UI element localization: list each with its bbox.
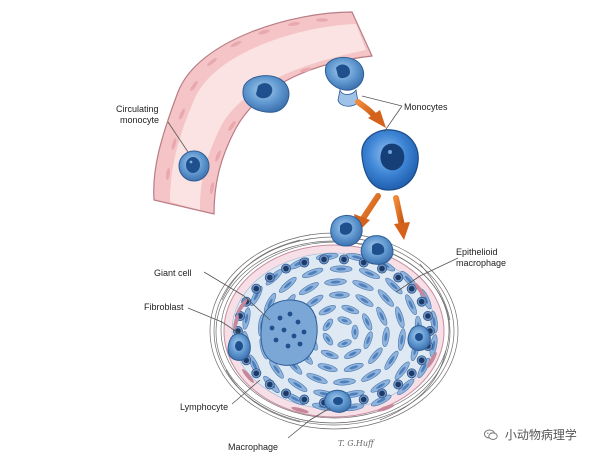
epithelioid-cell xyxy=(400,270,417,289)
artist-signature: T. G.Huff xyxy=(338,439,375,448)
epithelioid-cell xyxy=(361,368,382,382)
epithelioid-cell xyxy=(337,316,352,325)
label-epithelioid-1: Epithelioid xyxy=(456,247,498,257)
lymphocyte xyxy=(264,379,275,390)
lymphocyte xyxy=(281,388,291,399)
epithelioid-cell xyxy=(355,294,374,307)
epithelioid-cell xyxy=(352,280,374,291)
epithelioid-cell xyxy=(376,306,388,326)
lymphocyte xyxy=(358,394,369,405)
label-circulating-monocyte-1: Circulating xyxy=(116,104,159,114)
lymphocyte xyxy=(393,379,404,390)
epithelioid-cell xyxy=(329,265,353,273)
label-epithelioid-2: macrophage xyxy=(456,258,506,268)
lymphocyte xyxy=(299,394,310,405)
epithelioid-cell xyxy=(318,305,336,316)
lymphocyte xyxy=(264,272,275,283)
blood-vessel xyxy=(153,11,373,215)
epithelioid-cell xyxy=(320,349,339,360)
epithelioid-cell xyxy=(394,361,410,380)
epithelioid-cell xyxy=(301,267,324,279)
epithelioid-cell xyxy=(298,282,319,296)
epithelioid-cell xyxy=(397,328,406,351)
epithelioid-cell xyxy=(287,378,308,392)
epithelioid-cell xyxy=(306,373,328,384)
wechat-icon xyxy=(484,429,498,440)
epithelioid-cell xyxy=(417,357,430,379)
lymphocyte xyxy=(251,368,262,379)
macrophage-right-top xyxy=(360,235,394,265)
watermark: 小动物病理学 xyxy=(484,426,577,443)
vessel-lumen xyxy=(170,24,366,210)
epithelioid-cell xyxy=(341,304,360,315)
macrophage-left xyxy=(227,333,251,361)
epithelioid-cell xyxy=(377,289,395,307)
lymphocyte xyxy=(377,263,387,274)
label-fibroblast: Fibroblast xyxy=(144,302,184,312)
epithelioid-cell xyxy=(370,394,392,407)
epithelioid-cell xyxy=(397,378,415,396)
lymphocyte xyxy=(393,272,404,283)
epithelioid-cell xyxy=(363,331,373,350)
epithelioid-cell xyxy=(322,332,334,346)
emigrating-monocyte xyxy=(324,57,365,107)
label-circulating-monocyte-2: monocyte xyxy=(120,115,159,125)
lymphocyte xyxy=(422,311,433,321)
epithelioid-cell xyxy=(279,276,297,293)
lymphocyte xyxy=(339,254,349,265)
circulating-monocyte xyxy=(178,150,210,182)
macrophage-bottom xyxy=(323,389,352,413)
epithelioid-cell xyxy=(329,291,350,299)
epithelioid-cell xyxy=(362,313,373,331)
migration-arrow xyxy=(355,99,386,128)
epithelioid-cells xyxy=(242,252,438,412)
epithelioid-cell xyxy=(368,347,383,365)
epithelioid-cell xyxy=(384,350,399,370)
lymphocyte xyxy=(416,355,427,366)
fibroblasts xyxy=(233,282,437,414)
lymphocyte xyxy=(281,263,291,274)
label-monocytes: Monocytes xyxy=(404,102,448,112)
lymphocyte xyxy=(406,368,417,379)
lymphocyte xyxy=(319,254,329,265)
lymphocyte xyxy=(416,296,427,307)
lymphocyte xyxy=(251,283,262,294)
macrophage-right xyxy=(407,325,431,351)
macrophage-top xyxy=(330,215,363,247)
epithelioid-cell xyxy=(405,294,417,316)
watermark-text: 小动物病理学 xyxy=(504,428,577,442)
lymphocyte xyxy=(299,257,310,268)
label-giant-cell: Giant cell xyxy=(154,268,192,278)
label-macrophage: Macrophage xyxy=(228,442,278,452)
labels: Circulating monocyte Monocytes Epithelio… xyxy=(116,102,506,452)
monocyte-in-vessel xyxy=(242,75,290,113)
epithelioid-cell xyxy=(358,268,381,279)
epithelioid-cell xyxy=(317,363,338,372)
giant-cell xyxy=(260,299,318,366)
tissue-monocyte xyxy=(361,129,419,191)
epithelioid-cell xyxy=(351,324,359,340)
epithelioid-cell xyxy=(382,326,390,348)
epithelioid-cell xyxy=(324,278,347,286)
lymphocyte xyxy=(406,283,417,294)
leader-lines xyxy=(167,95,459,439)
epithelioid-cell xyxy=(322,318,334,332)
lymphocyte xyxy=(377,388,387,399)
epithelioid-cell xyxy=(343,362,364,372)
epithelioid-cell xyxy=(385,277,403,295)
granuloma xyxy=(209,215,459,430)
arrows-to-granuloma xyxy=(354,193,410,240)
peripheral-macrophages xyxy=(227,215,431,413)
epithelioid-cell xyxy=(395,306,405,329)
epithelioid-cell xyxy=(344,348,362,359)
epithelioid-cell xyxy=(333,378,356,386)
epithelioid-cell xyxy=(337,339,352,348)
label-lymphocyte: Lymphocyte xyxy=(180,402,228,412)
